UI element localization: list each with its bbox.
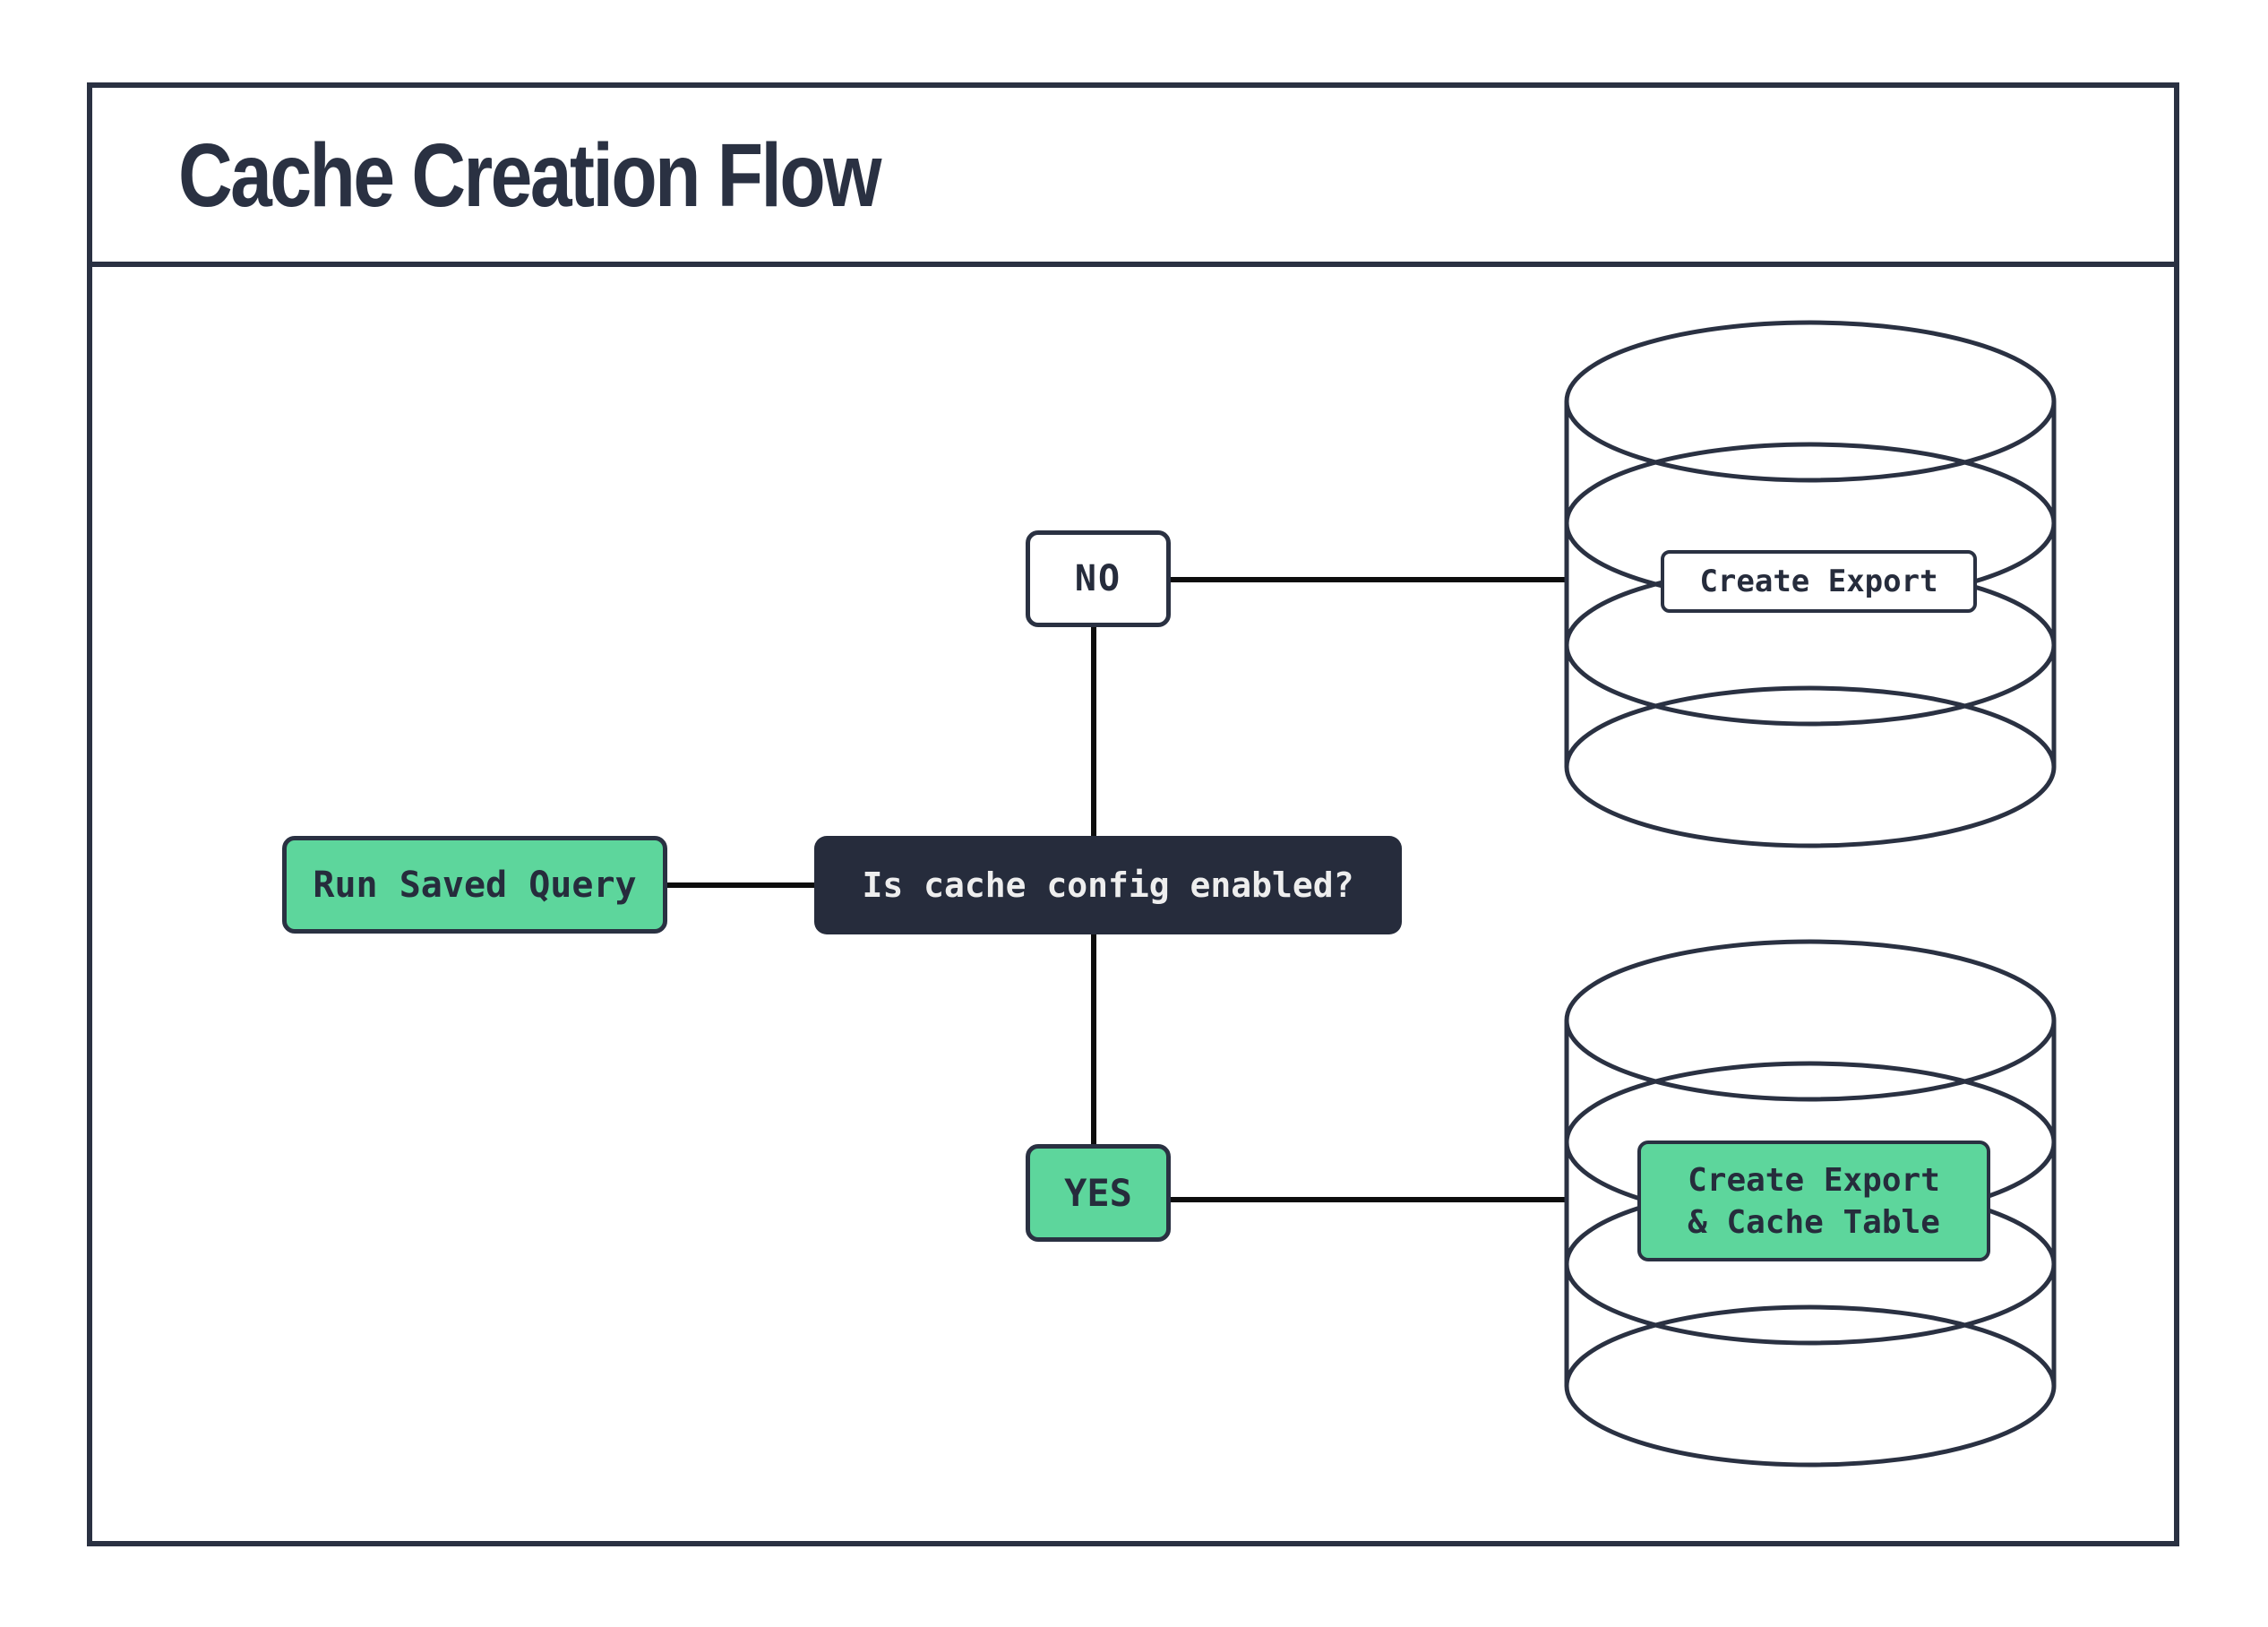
page-title: Cache Creation Flow <box>178 125 881 226</box>
header-divider <box>92 262 2174 267</box>
connector-decision-to-yes <box>1091 933 1096 1146</box>
label-create-export-cache-table: Create Export & Cache Table <box>1637 1141 1990 1261</box>
node-run-saved-query: Run Saved Query <box>282 836 667 934</box>
connector-run-to-decision <box>666 882 814 888</box>
connector-yes-to-database <box>1169 1197 1568 1202</box>
node-branch-no: NO <box>1026 530 1171 627</box>
label-create-export-cache-line2: & Cache Table <box>1688 1203 1940 1241</box>
node-branch-yes: YES <box>1026 1144 1171 1242</box>
label-create-export: Create Export <box>1661 550 1977 613</box>
label-create-export-cache-line1: Create Export <box>1688 1161 1940 1199</box>
connector-no-to-database <box>1169 577 1568 582</box>
connector-decision-to-no <box>1091 625 1096 838</box>
node-decision-cache-config: Is cache config enabled? <box>814 836 1402 934</box>
